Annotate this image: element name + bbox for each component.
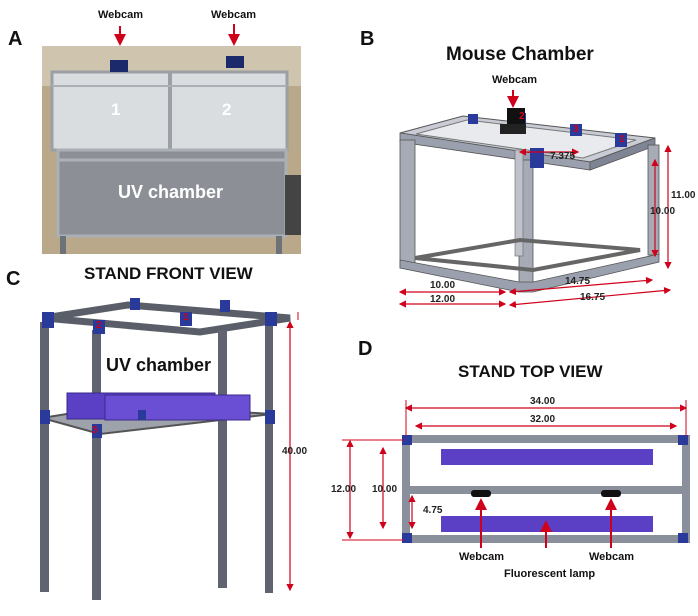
panel-letter-a: A (8, 28, 23, 50)
panel-a-photo (42, 24, 301, 254)
panel-d-title: STAND TOP VIEW (458, 362, 603, 381)
panel-d-topview-drawing (342, 400, 690, 548)
panel-letter-d: D (358, 338, 373, 360)
chamber-number-2: 2 (222, 100, 232, 119)
dim-inner-depth: 10.00 (372, 484, 398, 495)
chamber-marker-2: 2 (519, 111, 525, 122)
dim-d2: 16.75 (580, 292, 606, 303)
dim-stand-height: 40.00 (282, 446, 308, 457)
chamber-marker-3: 3 (573, 124, 579, 135)
dim-inner: 7.375 (550, 151, 576, 162)
uv-chamber-drawing-label: UV chamber (106, 355, 212, 375)
fluorescent-lamp-label: Fluorescent lamp (504, 568, 596, 580)
dim-height-inner: 10.00 (650, 206, 676, 217)
dim-inner-width: 32.00 (530, 414, 556, 425)
panel-c-title: STAND FRONT VIEW (84, 264, 253, 283)
panel-b-title: Mouse Chamber (446, 44, 594, 65)
stand-marker-1: 1 (183, 312, 189, 323)
panel-b-chamber-drawing (398, 90, 672, 309)
dim-offset: 4.75 (423, 505, 443, 516)
dim-outer-width: 34.00 (530, 396, 556, 407)
dim-d1: 14.75 (565, 276, 591, 287)
dim-w1: 10.00 (430, 280, 456, 291)
stand-marker-3: 3 (92, 425, 98, 436)
topview-webcam-right-label: Webcam (589, 551, 635, 563)
panel-letter-c: C (6, 268, 21, 290)
webcam-label-left: Webcam (98, 9, 144, 21)
panel-b-webcam-label: Webcam (492, 74, 538, 86)
dim-outer-depth: 12.00 (331, 484, 357, 495)
panel-letter-b: B (360, 28, 375, 50)
topview-webcam-left-label: Webcam (459, 551, 505, 563)
stand-marker-2: 2 (96, 320, 102, 331)
webcam-label-right: Webcam (211, 9, 257, 21)
dim-w2: 12.00 (430, 294, 456, 305)
uv-chamber-photo-label: UV chamber (118, 182, 224, 202)
chamber-number-1: 1 (111, 100, 121, 119)
panel-c-stand-drawing (40, 298, 299, 600)
dim-height-outer: 11.00 (671, 190, 696, 201)
chamber-marker-1: 1 (619, 134, 625, 145)
